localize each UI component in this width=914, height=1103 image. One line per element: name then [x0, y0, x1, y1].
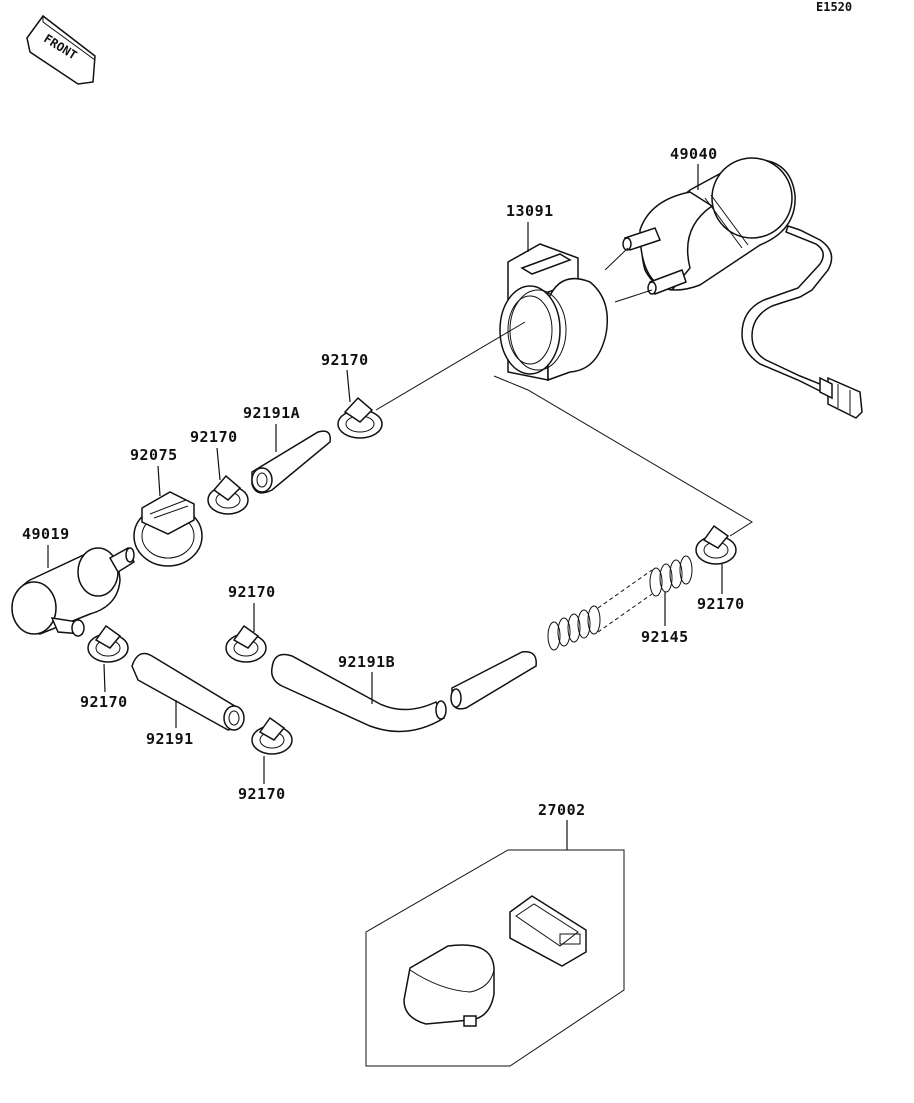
label-92170-left: 92170 [80, 693, 128, 711]
band-clamp-92075 [133, 491, 203, 567]
connector-housing [509, 895, 587, 967]
label-92170-mid: 92170 [190, 428, 238, 446]
fuel-hose-92191 [131, 652, 245, 731]
label-92170-bottom: 92170 [238, 785, 286, 803]
hose-clip-92170-right [695, 524, 737, 565]
fuel-filter-49019 [11, 546, 135, 637]
spring-92145 [547, 555, 693, 651]
label-92170-right: 92170 [697, 595, 745, 613]
label-92170-center: 92170 [228, 583, 276, 601]
pump-holder-13091 [499, 243, 608, 382]
label-92075: 92075 [130, 446, 178, 464]
label-92191B: 92191B [338, 653, 395, 671]
label-92191: 92191 [146, 730, 194, 748]
hose-clip-92170-center [225, 624, 267, 663]
label-92145: 92145 [641, 628, 689, 646]
fuel-hose-92191A [251, 430, 331, 494]
connector-kit-27002 [365, 849, 625, 1067]
hose-clip-92170-bottom [251, 716, 293, 755]
hose-clip-92170-mid [207, 474, 249, 515]
label-13091: 13091 [506, 202, 554, 220]
diagram-code: E1520 [816, 0, 852, 14]
fuel-pump-49040 [622, 157, 863, 419]
label-92170-upper: 92170 [321, 351, 369, 369]
front-arrow-icon: FRONT [26, 14, 96, 85]
label-92191A: 92191A [243, 404, 300, 422]
hose-clip-92170-upper [337, 396, 383, 439]
label-49019: 49019 [22, 525, 70, 543]
fuel-hose-92191B [270, 651, 537, 733]
label-27002: 27002 [538, 801, 586, 819]
connector-boot [403, 944, 495, 1027]
hose-clip-92170-left [87, 624, 129, 663]
label-49040: 49040 [670, 145, 718, 163]
